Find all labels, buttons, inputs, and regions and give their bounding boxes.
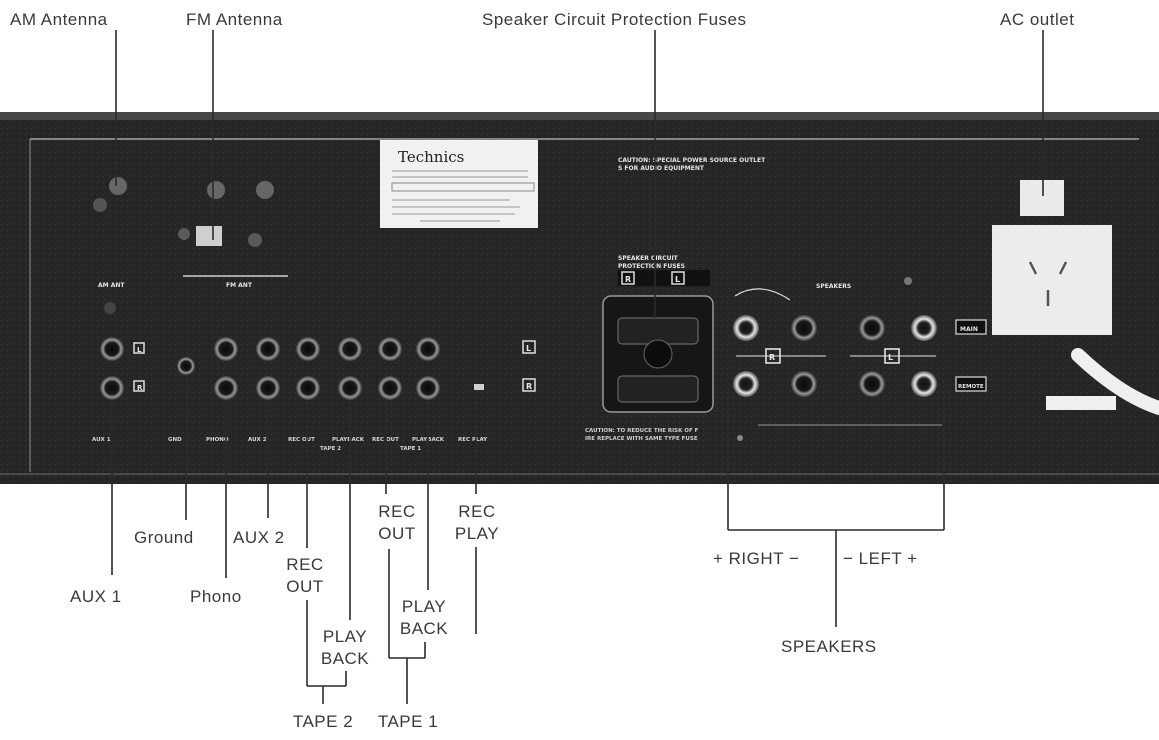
tape2-play-back-label-line1: PLAY — [323, 627, 367, 647]
tape1-rec-out-label-line1: REC — [378, 502, 415, 522]
fm-terminal — [207, 181, 225, 199]
rca-jack — [256, 337, 280, 361]
caution-top-line2: S FOR AUDIO EQUIPMENT — [618, 165, 705, 172]
aux1-l-letter: L — [137, 346, 142, 354]
cord-clamp — [1046, 396, 1116, 410]
aux1-r-letter: R — [137, 384, 143, 392]
fuse-heading-line1: SPEAKER CIRCUIT — [618, 255, 679, 262]
left-speaker-label: − LEFT + — [843, 549, 918, 569]
rca-jack — [338, 337, 362, 361]
tape1-play-back-label-line1: PLAY — [402, 597, 446, 617]
caution-top-line1: CAUTION: SPECIAL POWER SOURCE OUTLET — [618, 157, 766, 164]
fm-terminal — [248, 233, 262, 247]
ac-outlet-face — [992, 225, 1112, 335]
tape1-label: TAPE 1 — [378, 712, 438, 732]
fm-ant-text: FM ANT — [226, 282, 253, 289]
rca-jack — [338, 376, 362, 400]
panel-screw — [104, 302, 116, 314]
fuse-r-letter: R — [625, 275, 631, 284]
am-antenna-label: AM Antenna — [10, 10, 108, 30]
phono-label: Phono — [190, 587, 242, 607]
fuse-l-letter: L — [675, 275, 680, 284]
fuse-cap — [644, 340, 672, 368]
rec-play-jack — [474, 384, 484, 390]
jack-label: PLAYBACK — [332, 437, 365, 443]
rca-jack — [416, 376, 440, 400]
am-ant-text: AM ANT — [98, 282, 125, 289]
rca-jack — [378, 337, 402, 361]
speaker-terminal — [859, 315, 885, 341]
tape1-rec-out-label-line2: OUT — [378, 524, 415, 544]
jack-label: GND — [168, 437, 182, 443]
ac-outlet-clip — [1020, 180, 1064, 216]
right-speaker-label: + RIGHT − — [713, 549, 799, 569]
aux1-label: AUX 1 — [70, 587, 122, 607]
panel-background — [0, 112, 1159, 484]
fm-antenna-label: FM Antenna — [186, 10, 283, 30]
speaker-terminal — [791, 315, 817, 341]
speaker-l-letter: L — [888, 353, 893, 362]
panel-screw — [904, 277, 912, 285]
fuse-heading-line2: PROTECTION FUSES — [618, 263, 685, 270]
main-tag-text: MAIN — [960, 326, 978, 333]
tape2-panel-text: TAPE 2 — [320, 446, 341, 452]
ground-label: Ground — [134, 528, 194, 548]
speaker-terminal — [911, 371, 937, 397]
rear-panel — [0, 112, 1159, 484]
rca-jack — [296, 376, 320, 400]
channel-l-letter: L — [526, 344, 531, 353]
caution-bottom-line1: CAUTION: TO REDUCE THE RISK OF F — [585, 428, 699, 434]
rca-jack — [296, 337, 320, 361]
jack-label: AUX 1 — [92, 437, 111, 443]
rca-jack — [100, 376, 124, 400]
speaker-terminal — [733, 315, 759, 341]
speaker-fuses-label: Speaker Circuit Protection Fuses — [482, 10, 747, 30]
jack-label: REC PLAY — [458, 437, 488, 443]
tape2-label: TAPE 2 — [293, 712, 353, 732]
panel-top-edge — [0, 112, 1159, 120]
remote-tag-text: REMOTE — [958, 384, 984, 390]
ac-outlet-label: AC outlet — [1000, 10, 1074, 30]
speaker-terminal — [911, 315, 937, 341]
speaker-terminal — [859, 371, 885, 397]
speaker-r-letter: R — [769, 353, 775, 362]
fuse-holder-bottom — [618, 376, 698, 402]
tape1-rec-play-label-line1: REC — [458, 502, 495, 522]
jack-label: AUX 2 — [248, 437, 267, 443]
speakers-label: SPEAKERS — [781, 637, 877, 657]
rca-jack — [100, 337, 124, 361]
tape2-play-back-label-line2: BACK — [321, 649, 369, 669]
tape2-rec-out-label-line2: OUT — [286, 577, 323, 597]
speakers-heading: SPEAKERS — [816, 283, 851, 290]
tape1-play-back-label-line2: BACK — [400, 619, 448, 639]
tape1-panel-text: TAPE 1 — [400, 446, 421, 452]
am-terminal — [109, 177, 127, 195]
fm-terminal — [178, 228, 190, 240]
aux2-label: AUX 2 — [233, 528, 285, 548]
fm-clip — [196, 226, 222, 246]
tape1-rec-play-label-line2: PLAY — [455, 524, 499, 544]
tape2-rec-out-label-line1: REC — [286, 555, 323, 575]
ground-terminal — [177, 357, 195, 375]
rca-jack — [256, 376, 280, 400]
fm-terminal — [256, 181, 274, 199]
brand-logo: Technics — [398, 148, 464, 166]
rca-jack — [214, 376, 238, 400]
jack-label: REC OUT — [288, 437, 315, 443]
speaker-terminal — [733, 371, 759, 397]
rca-jack — [214, 337, 238, 361]
speaker-terminal — [791, 371, 817, 397]
am-terminal — [93, 198, 107, 212]
panel-screw — [737, 435, 743, 441]
caution-bottom-line2: IRE REPLACE WITH SAME TYPE FUSE — [585, 436, 698, 442]
rca-jack — [416, 337, 440, 361]
rca-jack — [378, 376, 402, 400]
channel-r-letter: R — [526, 382, 532, 391]
